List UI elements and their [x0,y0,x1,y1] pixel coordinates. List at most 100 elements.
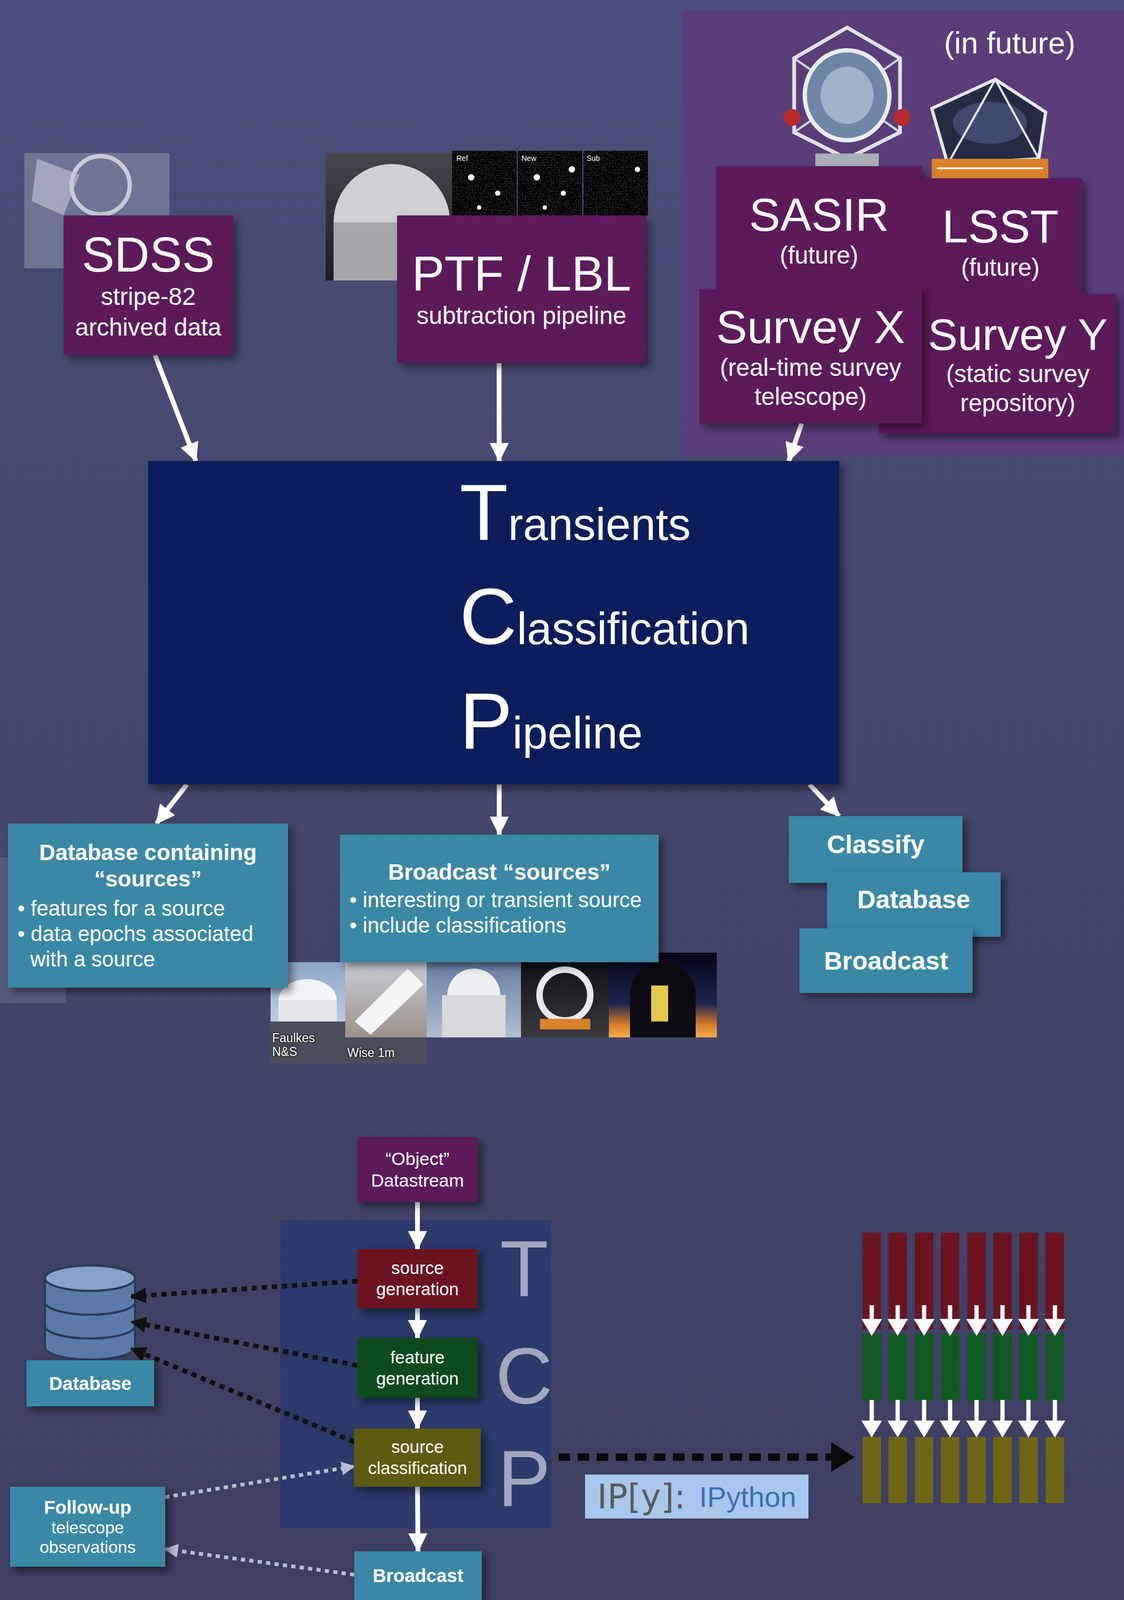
panel-letter: P [492,1439,556,1519]
subtraction-images [452,150,517,216]
dotted-arrow [131,1322,358,1366]
source-name: PTF / LBL [405,247,638,301]
bullet-text: • interesting or transient source [349,887,650,913]
subtraction-images [568,166,575,173]
subtraction-images [517,150,583,216]
stage-text: “Object” Datastream [365,1148,470,1192]
bullet-text: • data epochs associated with a source [17,921,279,973]
survey-name: Survey X [707,301,914,354]
stage-box: feature generation [357,1338,478,1399]
pipeline-panel: TCPsource generationfeature generationso… [280,1220,552,1530]
telescope-illustration [820,66,874,124]
bullet-text: • include classifications [349,912,650,939]
flow-arrow [156,784,187,824]
telescope-photo [270,1021,346,1064]
photo-label: Ref [456,154,469,163]
telescope-photo [354,968,424,1036]
database-cylinder [45,1302,136,1316]
panel-letter: C [492,1336,556,1417]
parallel-column [887,1233,908,1504]
subtraction-images [583,150,649,216]
telescope-photo [520,952,609,1038]
parallel-dispatch-arrow [831,1442,855,1473]
survey-box: LSST(future) [918,178,1083,305]
title-line: Pipeline [459,675,829,780]
survey-note: (future) [927,253,1074,283]
parallel-column [913,1233,935,1504]
subtraction-images [542,205,547,210]
parallel-column [992,1233,1013,1504]
database-node: Database [26,1265,155,1407]
data-source-box: SDSSstripe-82 archived data [63,215,233,356]
telescope-illustration [947,79,996,165]
flow-arrow [496,784,502,835]
telescope-photo [651,985,669,1022]
action-text: Broadcast [807,946,965,976]
flow-arrow [417,1487,419,1552]
telescope-photo [608,952,717,1038]
flow-arrow [155,355,196,462]
database-cylinder [45,1265,136,1361]
telescope-photo [608,952,717,1038]
flow-arrow [788,423,803,462]
stage-text: source classification [362,1436,473,1479]
data-source-box: PTF / LBLsubtraction pipeline [397,215,646,364]
initial-letter: C [459,572,517,662]
action-text: Database [835,885,993,915]
title-line: Transients [459,466,829,571]
flow-arrow [415,1398,420,1429]
stage-text: source generation [365,1257,470,1300]
sdss-photo [71,156,130,215]
dotted-arrow [165,1549,355,1576]
subtraction-images [468,174,475,181]
dotted-arrow [165,1467,355,1498]
photo-label: New [521,154,537,163]
source-note: stripe-82 archived data [72,281,225,343]
subtraction-images [533,174,541,181]
database-cylinder [45,1265,136,1292]
output-box: Database containing “sources”• features … [7,823,289,988]
flow-arrow [496,363,502,462]
subtraction-images [634,166,641,173]
parallel-column [861,1233,883,1504]
dotted-arrow [131,1349,355,1443]
logo-text: IPython [699,1482,797,1512]
telescope-illustration [794,27,901,159]
photo-label: Faulkes N&S [272,1031,326,1060]
datastream-box: “Object” Datastream [357,1137,478,1203]
broadcast-box: Broadcast [354,1551,482,1600]
followup-box: Follow-uptelescope observations [10,1487,166,1568]
future-panel-ground [681,10,1124,457]
database-text: Database [32,1373,148,1395]
survey-note: (static survey repository) [923,359,1112,418]
logo-mark: IP[y]: [597,1480,686,1515]
panel-letter: T [492,1229,556,1309]
photo-label: Sub [586,154,600,163]
telescope-illustration [931,79,1049,179]
telescope-photo [345,962,427,1064]
telescope-photo [520,952,609,1038]
future-panel: (in future)SASIR(future)LSST(future)Surv… [681,10,1124,457]
subtraction-images [452,150,517,216]
source-name: SDSS [72,228,225,282]
survey-box: SASIR(future) [716,166,922,293]
telescope-illustration [952,101,1028,145]
sdss-photo [31,158,80,216]
telescope-photo [539,969,591,1021]
initial-letter: T [459,468,509,557]
subtraction-images [560,190,566,196]
database-cylinder [43,1278,47,1348]
box-heading: Broadcast “sources” [349,859,650,886]
telescope-photo [345,1037,427,1064]
telescope-illustration [893,109,911,127]
telescope-illustration [995,79,1039,159]
parallel-column [1018,1233,1039,1504]
ipython-logo-box: IP[y]: IPython [585,1475,809,1519]
pipeline-box: Transients Classification Pipeline [148,461,840,785]
future-panel-ground [681,10,1124,457]
survey-name: Survey Y [923,309,1112,360]
telescope-photo [278,1000,337,1022]
telescope-photo [345,962,427,1064]
parallel-grid [861,1233,1066,1504]
